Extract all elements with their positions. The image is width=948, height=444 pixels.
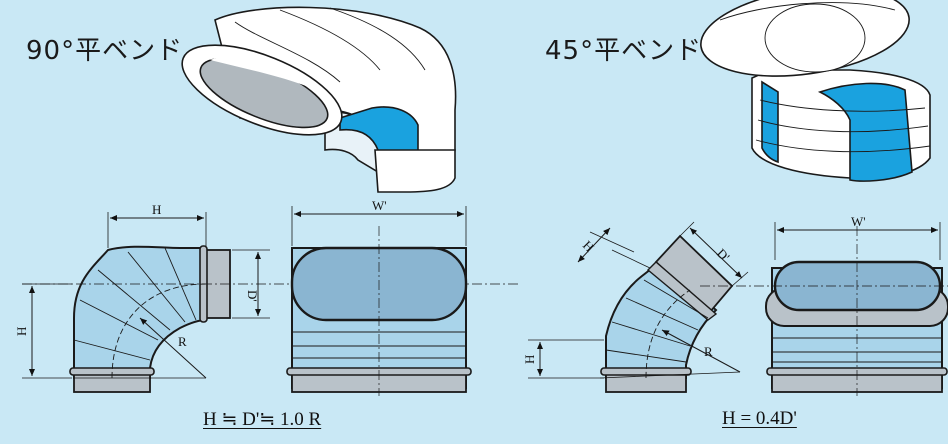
bend45-formula: H = 0.4D' <box>722 408 797 429</box>
bend90-w-prime-label: W' <box>372 198 387 213</box>
bend45-r-label: R <box>704 344 713 359</box>
bend45-h-diag-label: H <box>580 238 597 255</box>
bend90-title: 90°平ベンド <box>26 36 184 66</box>
bend90-h-top-label: H <box>152 202 161 217</box>
bend90-isometric <box>181 6 457 193</box>
bend90-front-view <box>286 206 472 396</box>
bend45-isometric <box>700 0 931 182</box>
bend45-d-prime-label: D' <box>714 246 733 265</box>
bend45-front-view <box>700 222 948 396</box>
bend90-formula: H ≒ D'≒ 1.0 R <box>203 409 322 430</box>
bend45-h-side-label: H <box>522 355 537 364</box>
bend90-h-side-label: H <box>14 327 29 336</box>
bend90-d-prime-label: D' <box>245 290 260 302</box>
bend90-r-label: R <box>178 334 187 349</box>
bend45-w-prime-label: W' <box>851 214 866 229</box>
bend45-title: 45°平ベンド <box>545 36 703 66</box>
bend45-side-view <box>528 221 749 393</box>
